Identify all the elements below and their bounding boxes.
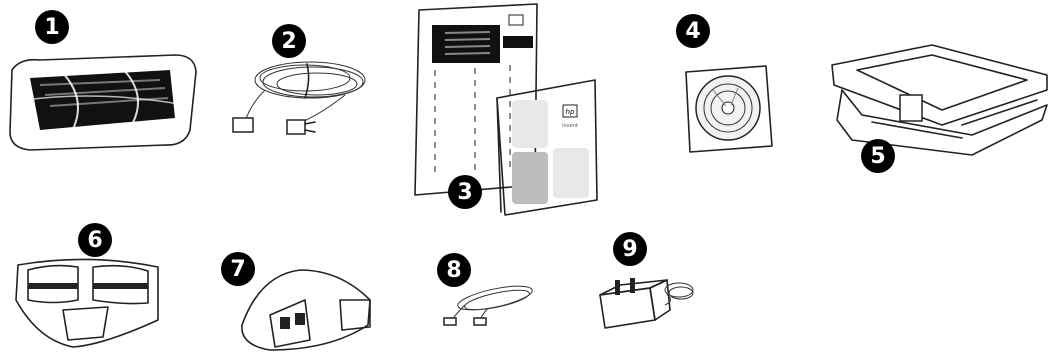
item-7-badge: 7: [221, 252, 255, 286]
item-4-badge: 4: [676, 14, 710, 48]
print-server-illustration: [241, 269, 371, 351]
toner-cartridge-illustration: [9, 54, 197, 151]
power-cord-illustration: [232, 61, 366, 135]
power-adapter-illustration: [599, 278, 694, 329]
item-3-badge: 3: [448, 175, 482, 209]
documentation-illustration: hp invent: [414, 3, 598, 216]
item-9-badge: 9: [613, 232, 647, 266]
cable-illustration: [443, 285, 533, 326]
item-6-badge: 6: [78, 223, 112, 257]
item-5-badge: 5: [861, 139, 895, 173]
cd-illustration: [685, 65, 773, 153]
item-2-badge: 2: [272, 24, 306, 58]
item-8-badge: 8: [437, 253, 471, 287]
hp-logo-mark: hp: [566, 108, 575, 116]
item-1-badge: 1: [35, 10, 69, 44]
output-tray-illustration: [15, 258, 159, 348]
invent-label: invent: [562, 123, 578, 129]
paper-tray-illustration: [831, 44, 1048, 156]
